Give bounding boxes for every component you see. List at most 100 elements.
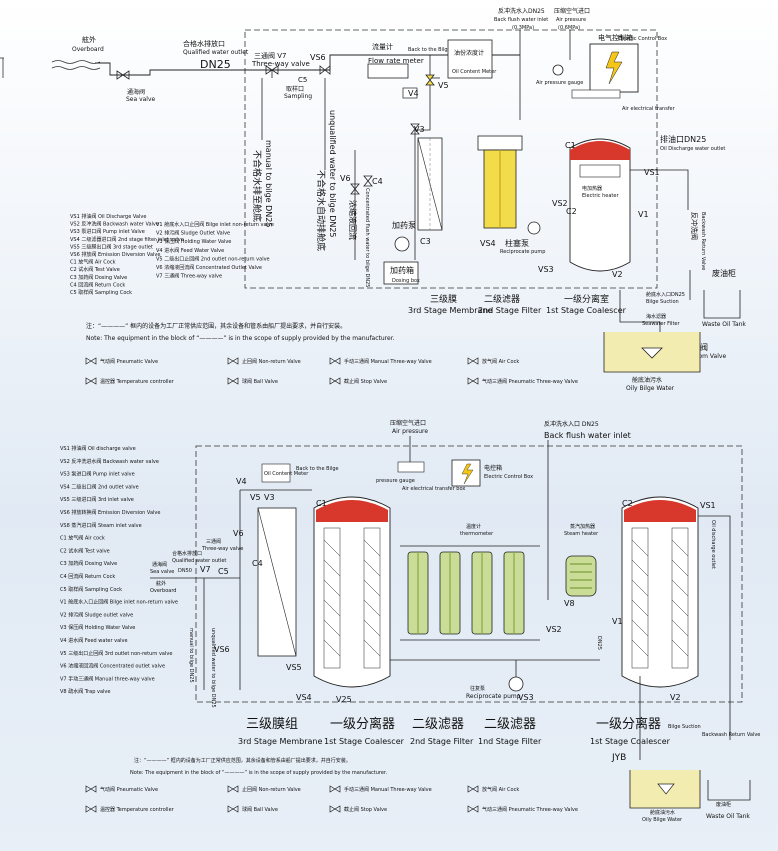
heater-cn: 电加热器 [582,185,602,192]
legend-symbol-icon [467,357,479,365]
oily-cn: 舱底油污水 [632,376,662,384]
b-jyb: JYB [611,753,626,763]
backflush-cn: 反冲洗水入DN25 [498,7,545,15]
b-three-way-en: Three-way valve [201,546,243,552]
b-oil-meter-label: Oil Content Meter [264,471,309,477]
legend-item: 手动三通阀 Manual Three-way Valve [344,358,432,365]
b-outlet-en: Qualified water outlet [172,558,226,564]
bottom-valve-en: Bottom Valve [686,353,726,360]
component-list-item: V6 浓缩液回流阀 Concentrated outlet valve [60,663,165,670]
stage2-cn: 二级滤器 [484,293,520,305]
seawater-en: Seawater Filter [642,321,680,327]
b-pressure-gauge [397,461,425,473]
oil-meter-cn: 油份浓度计 [454,49,484,57]
ecb-en: Electric Control Box [618,36,667,42]
stage3-cn: 三级膜 [430,293,457,305]
overboard-waves [0,57,101,78]
b-bottom-valve-icon [657,783,675,795]
v6-valve-icon [350,183,360,195]
legend-symbol-icon [227,357,239,365]
component-list-item: C1 放气阀 Air cock [60,535,105,542]
component-list-item: V8 疏水阀 Trap valve [60,688,110,695]
air-inlet-pressure: (0.6MPa) [558,25,580,31]
top-discharge-line [95,54,520,76]
component-list-item: VS6 排放阀 Emission Diversion Valve [70,251,160,258]
legend-item: 气动阀 Pneumatic Valve [100,358,158,365]
b-vs1: VS1 [700,501,716,510]
b-sea-valve-cn: 通海阀 [152,561,167,568]
b-note-en: Note: The equipment in the block of “———… [130,770,388,776]
b-lightning-icon [461,463,474,485]
dosing-box-cn: 加药箱 [390,265,414,275]
seawater-cn: 海水滤器 [646,313,666,320]
component-list-item: C4 回流阀 Return Cock [60,573,115,580]
dosing-pump-icon [394,236,410,252]
b-stage1a-en: 1st Stage Coalescer [324,737,405,746]
legend-item: 手动三通阀 Manual Three-way Valve [344,786,432,793]
three-way-valve-icon [265,65,279,78]
legend-symbol-icon [329,357,341,365]
discharge-en: Oil Discharge water outlet [660,146,725,152]
component-list-item: V1 舱底水入口止回阀 Bilge inlet non-return valve [60,599,178,606]
component-list-item: V2 排污阀 Sludge outlet valve [60,611,133,618]
c4-label: C4 [372,177,383,186]
b-coalescer-a [313,496,391,688]
legend-item: 截止阀 Stop Valve [344,806,387,813]
legend-symbol-icon [467,805,479,813]
component-list-item: V2 排污阀 Sludge Outlet Valve [156,230,230,237]
component-list-item: VS5 三级进口阀 3rd inlet valve [60,496,134,503]
b-coalescer-b [621,496,699,688]
component-list-item: C4 回流阀 Return Cock [70,281,125,288]
stage3-en: 3rd Stage Membrane [408,306,492,315]
legend-symbol-icon [85,785,97,793]
vs4-label: VS4 [480,239,496,248]
flowmeter-en: Flow rate meter [368,57,424,65]
waste-oil-tank [703,290,741,319]
air-transfer-box [571,89,621,99]
b-v3: V3 [264,493,275,502]
dosing-pump-cn: 加药泵 [392,220,416,230]
legend-item: 球阀 Ball Valve [242,806,278,813]
b-coalescer-b-top [624,500,696,522]
dosing-box [383,261,419,285]
legend-symbol-icon [227,785,239,793]
b-v5: V5 [250,493,261,502]
b-unq-bilge: unqualified water to bilge DN25 [210,628,216,708]
b-stage3-cn: 三级膜组 [246,717,298,732]
component-list-item: C5 取样阀 Sampling Cock [70,289,132,296]
b-ecb-cn: 电控箱 [484,464,502,472]
top-right-component-list: V1 舱底水入口止回阀 Bilge inlet non-return valve… [156,221,274,280]
b-c5: C5 [218,567,229,576]
b-wot-en: Waste Oil Tank [706,813,750,820]
air-gauge-icon [552,64,564,76]
bilge-suction-cn: 舱底水入口DN25 [646,291,685,298]
b-bilge-suction: Bilge Suction [668,724,701,730]
legend-symbol-icon [85,377,97,385]
b-vs4: VS4 [296,693,312,702]
backwash-cn: 反冲洗阀 [690,212,699,240]
flowmeter-box [367,63,409,79]
legend-symbol-icon [227,805,239,813]
b-stage2b-en: 1nd Stage Filter [478,737,542,746]
dosing-box-en: Dosing box [392,278,420,284]
legend-item: 放气阀 Air Cock [482,786,519,793]
backflush-en: Back flush water inlet [494,17,548,23]
outlet-dn: DN25 [200,58,231,71]
air-inlet-cn: 压缩空气进口 [554,7,590,15]
lightning-icon [605,51,623,85]
c3-label: C3 [420,237,431,246]
b-back-bilge: Back to the Bilge [296,466,339,472]
legend-symbol-icon [85,805,97,813]
coalescer-top [570,141,630,160]
vs1-label: VS1 [644,168,660,177]
legend-symbol-icon [329,805,341,813]
b-sea-valve-en: Sea valve [150,569,174,575]
vs2-label: VS2 [552,199,568,208]
unq-en: unqualified water to bilge DN25 [328,110,337,238]
b-stage1b-cn: 一级分离器 [596,716,661,732]
b-v4: V4 [236,477,247,486]
sea-valve-icon [116,70,130,80]
discharge-cn: 排油口DN25 [660,134,706,144]
